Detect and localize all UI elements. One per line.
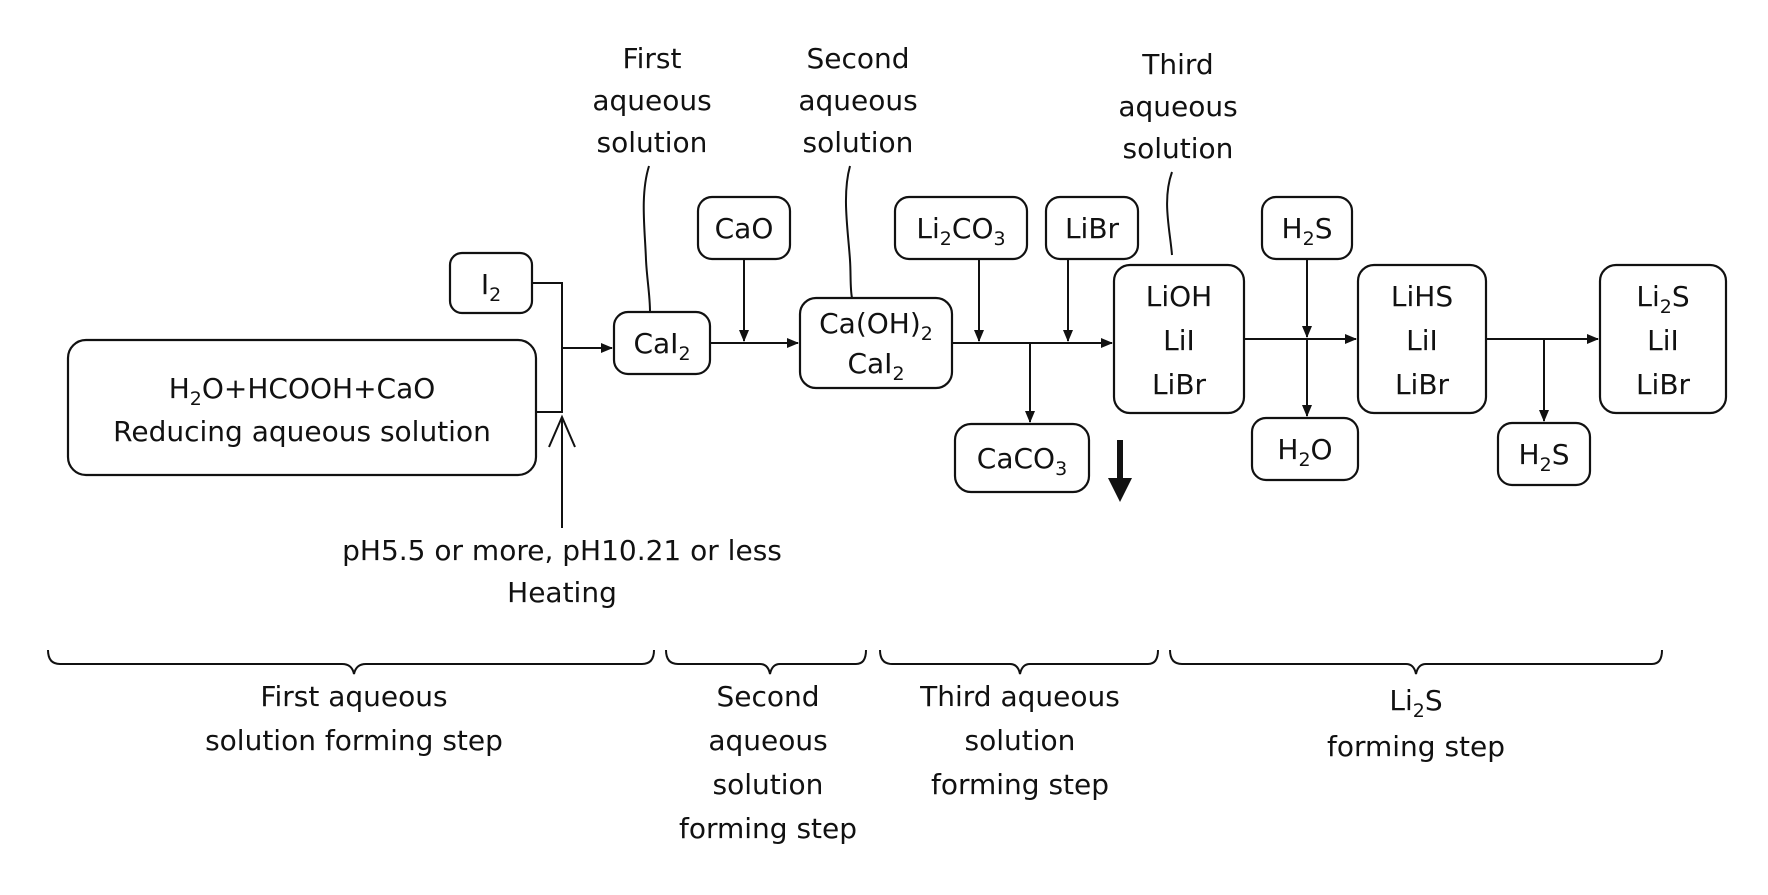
- svg-text:Second: Second: [806, 42, 909, 75]
- svg-text:Second: Second: [716, 680, 819, 713]
- lihs-label: LiHS: [1391, 280, 1453, 313]
- step-label-li2s: Li2S forming step: [1327, 684, 1505, 763]
- lii-label: LiI: [1163, 324, 1195, 357]
- brace-third-step: [880, 650, 1158, 674]
- step-label-third: Third aqueous solution forming step: [919, 680, 1120, 801]
- svg-text:First aqueous: First aqueous: [260, 680, 447, 713]
- label-second-aqueous-solution: Second aqueous solution: [798, 42, 917, 159]
- svg-text:Li2S: Li2S: [1389, 684, 1442, 722]
- leader-first-solution: [644, 166, 650, 312]
- svg-text:solution forming step: solution forming step: [205, 724, 503, 757]
- reducing-solution-label: Reducing aqueous solution: [113, 415, 491, 448]
- libr-fourth-label: LiBr: [1395, 368, 1450, 401]
- leader-third-solution: [1167, 172, 1172, 255]
- cao-label: CaO: [715, 212, 774, 245]
- svg-text:solution: solution: [1123, 132, 1234, 165]
- label-third-aqueous-solution: Third aqueous solution: [1118, 48, 1237, 165]
- svg-text:forming step: forming step: [679, 812, 857, 845]
- svg-text:aqueous: aqueous: [708, 724, 827, 757]
- lii-second-label: LiI: [1406, 324, 1438, 357]
- libr-third-label: LiBr: [1152, 368, 1207, 401]
- brace-li2s-step: [1170, 650, 1662, 674]
- svg-text:aqueous: aqueous: [798, 84, 917, 117]
- reducing-aqueous-solution-box: [68, 340, 536, 475]
- svg-text:forming step: forming step: [1327, 730, 1505, 763]
- lioh-label: LiOH: [1146, 280, 1212, 313]
- svg-text:solution: solution: [965, 724, 1076, 757]
- lii-final-label: LiI: [1647, 324, 1679, 357]
- label-first-aqueous-solution: First aqueous solution: [592, 42, 711, 159]
- step-label-second: Second aqueous solution forming step: [679, 680, 857, 845]
- brace-second-step: [666, 650, 866, 674]
- brace-first-step: [48, 650, 654, 674]
- libr-label: LiBr: [1065, 212, 1120, 245]
- step-label-first: First aqueous solution forming step: [205, 680, 503, 757]
- svg-text:Third: Third: [1141, 48, 1213, 81]
- svg-text:solution: solution: [597, 126, 708, 159]
- leader-second-solution: [846, 166, 852, 298]
- svg-text:Third aqueous: Third aqueous: [919, 680, 1120, 713]
- libr-final-label: LiBr: [1636, 368, 1691, 401]
- svg-text:forming step: forming step: [931, 768, 1109, 801]
- svg-text:solution: solution: [803, 126, 914, 159]
- caco3-label: CaCO3: [977, 442, 1067, 480]
- condition-ph-range: pH5.5 or more, pH10.21 or less: [342, 534, 782, 567]
- svg-text:aqueous: aqueous: [592, 84, 711, 117]
- svg-text:aqueous: aqueous: [1118, 90, 1237, 123]
- caoh2-label: Ca(OH)2: [819, 307, 933, 345]
- reducing-solution-formula: H2O+HCOOH+CaO: [169, 372, 436, 410]
- svg-text:solution: solution: [713, 768, 824, 801]
- condition-heating: Heating: [507, 576, 617, 609]
- li2co3-label: Li2CO3: [916, 212, 1005, 250]
- svg-text:First: First: [623, 42, 682, 75]
